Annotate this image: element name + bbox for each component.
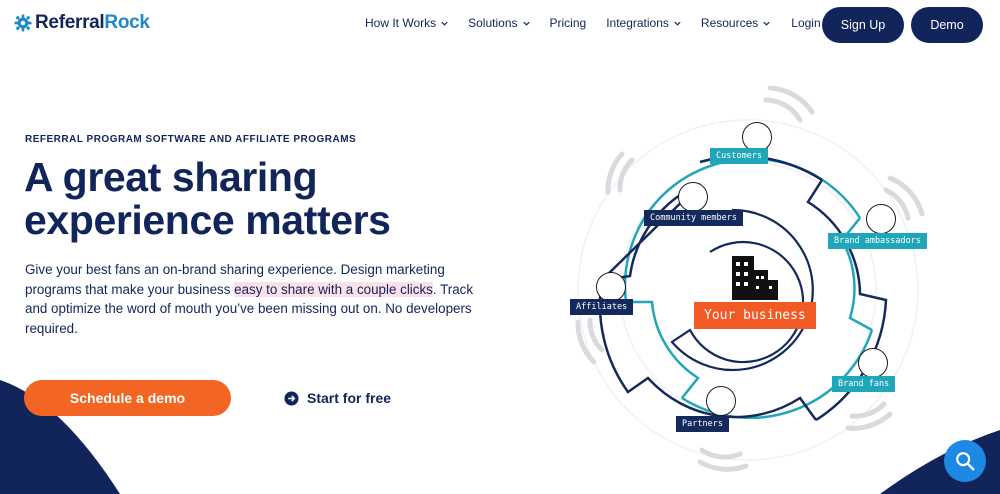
nav-label: Login <box>791 16 821 30</box>
nav-how-it-works[interactable]: How It Works <box>365 16 449 30</box>
referral-network-diagram: Customers Community members Brand ambass… <box>560 80 1000 494</box>
nav-label: Resources <box>700 16 759 30</box>
start-free-label: Start for free <box>307 390 392 406</box>
affiliate-avatar-icon <box>596 272 626 302</box>
nav-label: Pricing <box>549 16 587 30</box>
chevron-down-icon <box>763 21 770 26</box>
partner-avatar-icon <box>706 386 736 416</box>
nav-label: Integrations <box>606 16 669 30</box>
logo[interactable]: ReferralRock <box>14 12 150 34</box>
demo-button[interactable]: Demo <box>911 7 983 43</box>
building-icon <box>732 256 778 300</box>
nav-login[interactable]: Login <box>791 16 820 30</box>
chevron-down-icon <box>522 21 530 26</box>
node-brand-fans: Brand fans <box>832 376 896 392</box>
headline-line-2: experience matters <box>24 197 391 243</box>
nav-solutions[interactable]: Solutions <box>468 16 530 30</box>
fan-avatar-icon <box>858 348 888 378</box>
node-brand-ambassadors: Brand ambassadors <box>828 233 927 249</box>
search-icon <box>956 452 975 471</box>
nav-integrations[interactable]: Integrations <box>606 16 682 30</box>
hero-eyebrow: REFERRAL PROGRAM SOFTWARE AND AFFILIATE … <box>25 134 357 145</box>
node-customers: Customers <box>710 148 769 164</box>
hero-headline: A great sharing experience matters <box>24 156 504 242</box>
gear-logo-icon <box>14 14 32 32</box>
nav-label: Solutions <box>468 16 518 30</box>
node-affiliates: Affiliates <box>570 299 634 315</box>
nav-pricing[interactable]: Pricing <box>550 16 587 30</box>
community-avatar-icon <box>678 182 708 212</box>
chevron-down-icon <box>674 21 681 26</box>
customer-avatar-icon <box>742 122 772 152</box>
arrow-circle-icon <box>284 390 299 406</box>
schedule-demo-button[interactable]: Schedule a demo <box>24 380 231 416</box>
node-partners: Partners <box>676 416 729 432</box>
chevron-down-icon <box>441 21 448 26</box>
nav-resources[interactable]: Resources <box>701 16 771 30</box>
logo-text: ReferralRock <box>35 12 150 33</box>
headline-line-1: A great sharing <box>24 154 318 200</box>
sign-up-button[interactable]: Sign Up <box>822 7 904 43</box>
site-header: ReferralRock How It Works Solutions Pric… <box>0 0 1000 52</box>
hero-lead: Give your best fans an on-brand sharing … <box>25 262 474 336</box>
diagram-rings <box>575 85 925 472</box>
ambassador-avatar-icon <box>866 204 896 234</box>
nav-label: How It Works <box>365 16 437 30</box>
search-chat-button[interactable] <box>944 440 986 482</box>
lead-highlight: easy to share with a couple clicks <box>234 281 433 297</box>
start-for-free-link[interactable]: Start for free <box>284 390 391 406</box>
node-community-members: Community members <box>644 210 743 226</box>
main-nav: How It Works Solutions Pricing Integrati… <box>365 16 821 30</box>
node-your-business: Your business <box>694 302 816 329</box>
